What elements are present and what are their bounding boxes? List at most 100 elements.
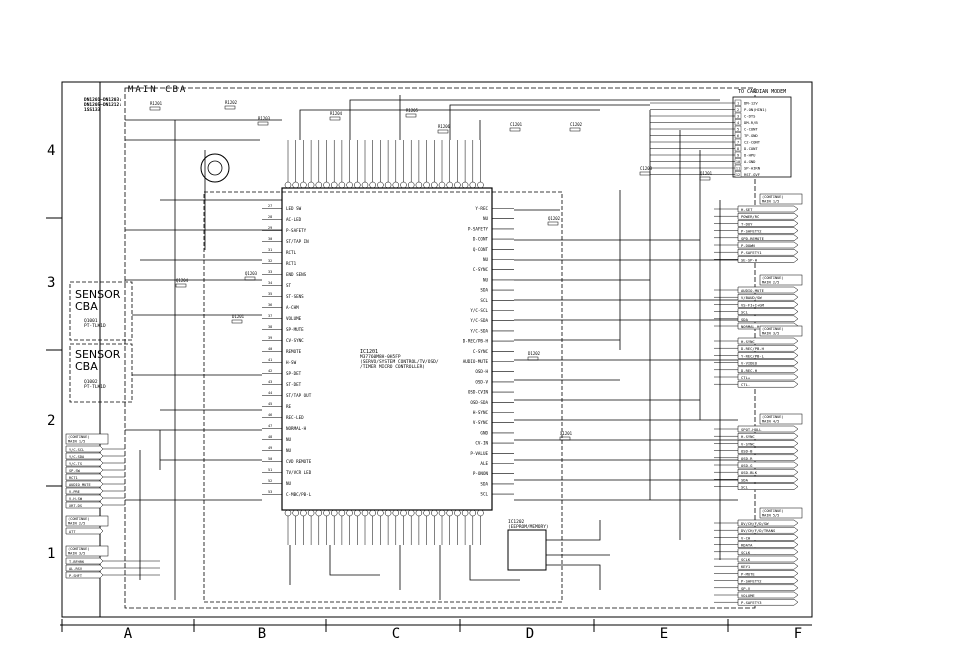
conn5-slot [737,562,799,570]
conn5-slot [737,591,799,599]
conn5-signal: DV/CH/F/D/TRANS [741,528,776,533]
conn3-slot [737,359,799,366]
modem-pin-number: 11 [736,167,740,171]
component-body [547,221,559,226]
ic-bottom-pin [431,509,438,517]
modem-signal: C-DTS [744,114,756,119]
component-ref: R1201 [150,101,163,106]
modem-pin-number: 3 [737,115,739,119]
lconn3-signal: P-SHFT [69,574,83,578]
ic-left-pin-number: 35 [268,292,272,296]
main-cba-outline [124,87,756,609]
conn4-slot [737,476,799,483]
ic-right-pin-label: Y/C-SDA [470,318,488,323]
wire-layer [125,95,738,600]
row-label: 3 [47,275,55,291]
ic2-ref: IC1202 [508,519,525,525]
conn5-signal: P-SAFETY2 [741,579,762,584]
ic1202-body [507,529,547,571]
conn3-slot [737,352,799,359]
conn2-title: (CONTINUE) [762,276,784,280]
conn5-header [759,507,803,519]
col-label: D [526,626,534,642]
ic-left-pin-number: 51 [268,468,272,472]
ic-right-pin-label: NU [483,257,489,262]
ic-part: M37760M8H-0H5FP [360,354,401,360]
ic-right-pin-label: C-SYNC [473,349,489,354]
ic-left-pin-label: NU [286,448,292,453]
ic-right-pin-label: OSD-V [475,379,488,384]
board-frame [61,81,813,618]
modem-pin-number: 12 [736,173,740,177]
ic-left-pin-label: H-SW [286,360,297,365]
component-body [405,113,417,118]
conn4-slot [737,440,799,447]
ic-top-pin [377,181,384,189]
component-ref: D1201 [232,314,245,319]
wire [449,104,650,140]
ic-top-pin [407,181,415,189]
ic-left-pin-label: SP-MUTE [286,327,304,332]
ic-top-pin [330,181,338,189]
conn1-signal: SE-SP-H [741,257,758,262]
ic-left-pin-label: SP-DET [286,371,302,376]
ic-top-pin [392,181,400,189]
wire [546,564,601,590]
conn3-sub: MAIN 3/5 [762,332,779,336]
ic-left-pin-number: 48 [268,435,272,439]
ic-left-pin-label: CVD REMOTE [286,459,312,464]
ic-left-pin-label: RCT1 [286,261,297,266]
ic-bottom-pin [323,509,330,517]
ic-left-pin-number: 42 [268,369,272,373]
conn5-signal: RDATA [741,543,753,548]
ic-right-pin-label: V-SYNC [473,420,489,425]
conn5-slot [737,541,799,548]
conn1-slot [737,248,799,256]
component-body [639,171,651,176]
conn1-slot [737,234,799,242]
ic-right-pin-label: P-SAFETY [468,226,489,231]
conn1-slot [737,205,799,213]
col-label: E [660,626,668,642]
ic-right-pin-label: D-CONT [473,237,489,242]
ic-left-pin-label: P-SAFETY [286,228,307,233]
ic-bottom-pin [461,509,469,517]
ic-ref: IC1201 [360,349,378,355]
ic-left-pin-label: A-CHM [286,305,299,310]
ic-left-pin-number: 46 [268,413,272,417]
conn2-slot [737,308,799,315]
ic-top-pin [346,181,353,189]
ic-bottom-pin [292,509,299,517]
component-ref: X1201 [560,431,573,436]
conn5-slot [737,577,799,584]
to-label: TO CARDIAN MODEM [738,89,786,95]
buzzer-inner [207,160,223,176]
ic-bottom-pin [400,509,407,517]
conn4-signal: V-SYNC [741,441,755,446]
lconn3-slot [65,571,104,579]
conn2-header [759,274,803,286]
conn2-sub: MAIN 2/5 [762,281,779,285]
sensor-cba-1-outline [69,281,133,341]
conn5-signal: SP-V [741,586,751,591]
lconn1-slot [65,473,104,481]
sensor-cba-1-line1: SENSOR [75,288,121,301]
conn3-header [759,325,803,337]
ic-left-pin-number: 52 [268,479,272,483]
sensor-cba-2-part: PT-TLK1D [84,384,106,390]
component-ref: C1202 [570,122,583,127]
ic-left-pin-label: AC-LED [286,217,302,222]
ic-bottom-pin [384,509,392,517]
ic-left-pin-number: 37 [268,314,272,318]
ic-bottom-pin [446,509,453,517]
ic-left-pin-number: 38 [268,325,272,329]
sensor-cba-1-line2: CBA [75,300,98,313]
lconn3-signal: AL-RSV [69,567,83,571]
component-body [559,436,571,441]
ic-top-pin [369,181,376,189]
lconn2-title: (CONTINUE) [68,517,90,521]
lconn2-header [65,515,109,527]
ic-bottom-pin [300,509,307,517]
col-label: B [258,626,266,642]
